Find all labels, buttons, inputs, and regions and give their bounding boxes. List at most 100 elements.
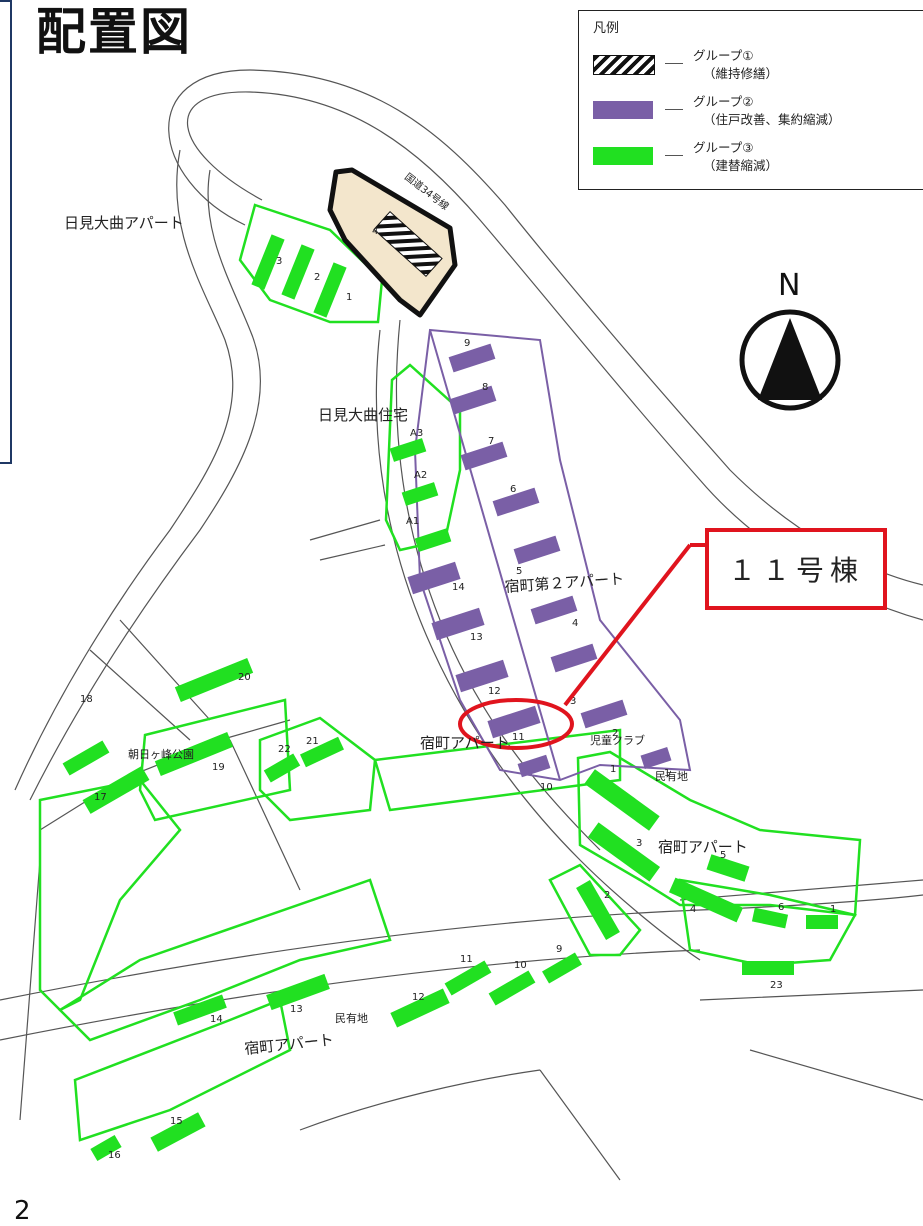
building-number: 2 <box>314 272 320 283</box>
building-block <box>487 705 541 739</box>
building-block <box>492 487 540 517</box>
building-block <box>751 907 789 929</box>
building-block <box>150 1112 206 1152</box>
legend-item-desc: （建替縮減） <box>703 158 779 173</box>
purple-swatch-icon <box>593 101 653 119</box>
building-number: 8 <box>482 382 488 393</box>
building-block <box>587 822 661 882</box>
building-block <box>82 766 150 814</box>
building-block <box>530 595 578 625</box>
label-jido-club: 児童クラブ <box>590 733 645 747</box>
building-block <box>300 736 344 768</box>
building-number: 11 <box>460 954 473 965</box>
hatch-swatch-icon <box>593 55 655 75</box>
building-number: A2 <box>414 470 427 481</box>
legend: 凡例 グループ① （維持修繕） グループ② （住戸改善、集約縮減） グループ③ … <box>578 10 923 190</box>
callout-leader-line <box>563 543 692 707</box>
legend-item-group1: グループ① （維持修繕） <box>589 43 919 87</box>
building-number: A3 <box>410 428 423 439</box>
building-number: 13 <box>290 1004 303 1015</box>
building-block <box>517 754 551 778</box>
building-block <box>449 385 497 415</box>
building-block <box>668 877 744 923</box>
legend-dash <box>665 63 683 64</box>
building-block <box>576 880 620 940</box>
building-number: 11 <box>512 732 525 743</box>
building-number: 6 <box>778 902 784 913</box>
building-block <box>251 234 285 290</box>
building-number: 4 <box>572 618 578 629</box>
building-block <box>550 643 598 673</box>
legend-item-desc: （維持修繕） <box>703 66 779 81</box>
legend-item-group3: グループ③ （建替縮減） <box>589 135 919 179</box>
north-label: N <box>778 268 801 303</box>
building-block <box>431 607 485 641</box>
building-number: 9 <box>556 944 562 955</box>
building-block <box>173 994 227 1026</box>
building-number: 23 <box>770 980 783 991</box>
group1-buildings <box>373 210 443 278</box>
building-number: 17 <box>94 792 107 803</box>
building-number: 3 <box>570 696 576 707</box>
building-number: 16 <box>108 1150 121 1161</box>
label-himi-omagari-jutaku: 日見大曲住宅 <box>318 406 408 424</box>
building-number: 2 <box>612 728 618 739</box>
legend-item-group2: グループ② （住戸改善、集約縮減） <box>589 89 919 133</box>
building-number: A1 <box>406 516 419 527</box>
building-block <box>444 960 492 996</box>
building-block <box>389 438 427 462</box>
building-number: 1 <box>830 904 836 915</box>
building-block <box>266 973 330 1011</box>
building-number: 22 <box>278 744 291 755</box>
building-number: 14 <box>210 1014 223 1025</box>
building-block <box>580 699 628 729</box>
group2-buildings <box>407 343 672 778</box>
building-block <box>742 961 794 975</box>
building-number: 9 <box>464 338 470 349</box>
building-number: 21 <box>306 736 319 747</box>
callout-box: １１号棟 <box>705 528 887 610</box>
building-number: 1 <box>664 768 670 779</box>
building-block <box>542 952 582 984</box>
building-number: 14 <box>452 582 465 593</box>
page-title: 配置図 <box>36 3 192 61</box>
building-block <box>584 769 660 831</box>
building-number: 10 <box>514 960 527 971</box>
north-arrow-icon <box>739 309 841 411</box>
building-number: 1 <box>610 764 616 775</box>
building-block <box>488 970 536 1006</box>
building-number: 5 <box>720 850 726 861</box>
building-number: 13 <box>470 632 483 643</box>
legend-dash <box>665 155 683 156</box>
building-block <box>460 441 508 471</box>
building-number: 3 <box>276 256 282 267</box>
building-block <box>455 659 509 693</box>
label-shukumachi-apt-mid: 宿町アパート <box>420 734 510 752</box>
building-number: 7 <box>488 436 494 447</box>
building-11-highlight <box>458 698 574 750</box>
green-swatch-icon <box>593 147 653 165</box>
building-block <box>806 915 838 929</box>
building-number: 12 <box>488 686 501 697</box>
left-panel-border <box>0 0 12 464</box>
building-block <box>401 482 439 506</box>
page-number: 2 <box>14 1196 31 1226</box>
building-block <box>263 753 301 783</box>
label-himi-omagari-apt: 日見大曲アパート <box>64 214 184 232</box>
building-number: 4 <box>690 904 696 915</box>
building-number: 20 <box>238 672 251 683</box>
building-number: 18 <box>80 694 93 705</box>
building-block <box>640 747 672 769</box>
label-minyuchi-2: 民有地 <box>335 1011 368 1025</box>
building-number: 3 <box>636 838 642 849</box>
building-block <box>281 244 315 300</box>
building-block <box>706 854 750 882</box>
building-number: 1 <box>346 292 352 303</box>
building-block <box>373 210 443 278</box>
group3-buildings <box>62 234 838 1162</box>
legend-title: 凡例 <box>593 21 620 36</box>
label-minyuchi-1: 民有地 <box>655 769 688 783</box>
building-block <box>407 561 461 595</box>
building-block <box>390 988 450 1028</box>
